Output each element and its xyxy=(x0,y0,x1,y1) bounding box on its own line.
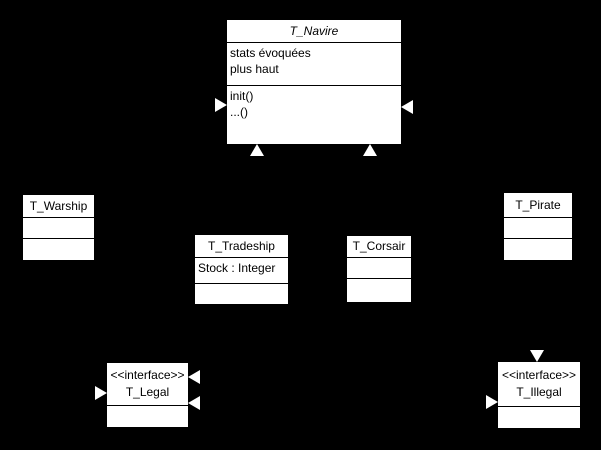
methods-compartment-empty xyxy=(504,238,572,260)
stereotype-label: <<interface>> xyxy=(501,368,577,382)
method-item: ...() xyxy=(230,105,248,119)
methods-compartment-empty xyxy=(23,238,94,260)
interface-name: T_Illegal xyxy=(516,385,562,399)
generalization-arrowhead-into-navire-left xyxy=(215,98,227,112)
method-item: init() xyxy=(230,89,254,103)
methods-compartment-empty xyxy=(195,283,288,304)
realization-arrowhead-into-legal-left xyxy=(95,386,107,400)
attribute-item: Stock : Integer xyxy=(198,261,276,275)
attributes-compartment-empty xyxy=(23,217,94,238)
attributes-compartment: stats évoquées plus haut xyxy=(227,42,401,85)
realization-arrowhead-into-legal-right-upper xyxy=(188,370,200,384)
class-name: T_Warship xyxy=(29,198,88,213)
methods-compartment-empty xyxy=(107,405,188,427)
methods-compartment: init() ...() xyxy=(227,85,401,144)
generalization-arrowhead-into-navire-bottom-left xyxy=(250,144,264,156)
attribute-item: stats évoquées xyxy=(230,46,311,60)
generalization-arrowhead-into-navire-bottom-right xyxy=(363,144,377,156)
generalization-arrowhead-into-navire-right xyxy=(401,100,413,114)
methods-compartment-empty xyxy=(498,406,580,428)
interface-name: T_Legal xyxy=(125,385,170,399)
class-box-t-tradeship: T_Tradeship Stock : Integer xyxy=(195,235,288,304)
attributes-compartment-empty xyxy=(347,257,411,278)
methods-compartment-empty xyxy=(347,278,411,302)
class-box-t-pirate: T_Pirate xyxy=(504,193,572,260)
title-compartment: <<interface>> T_Illegal xyxy=(498,362,580,406)
class-box-t-corsair: T_Corsair xyxy=(347,236,411,302)
realization-arrowhead-into-illegal-left xyxy=(486,395,498,409)
class-box-t-warship: T_Warship xyxy=(23,195,94,260)
stereotype-label: <<interface>> xyxy=(110,368,185,382)
class-name: T_Pirate xyxy=(515,197,561,212)
realization-arrowhead-into-legal-right-lower xyxy=(188,396,200,410)
class-name: T_Corsair xyxy=(352,239,406,253)
interface-box-t-legal: <<interface>> T_Legal xyxy=(107,363,188,427)
interface-box-t-illegal: <<interface>> T_Illegal xyxy=(498,362,580,428)
realization-arrowhead-into-illegal-top xyxy=(530,350,544,362)
class-name: T_Navire xyxy=(289,23,339,38)
attributes-compartment: Stock : Integer xyxy=(195,257,288,283)
attribute-item: plus haut xyxy=(230,62,279,76)
attributes-compartment-empty xyxy=(504,217,572,238)
class-name: T_Tradeship xyxy=(208,238,275,253)
class-box-t-navire: T_Navire stats évoquées plus haut init()… xyxy=(227,20,401,144)
title-compartment: <<interface>> T_Legal xyxy=(107,363,188,405)
